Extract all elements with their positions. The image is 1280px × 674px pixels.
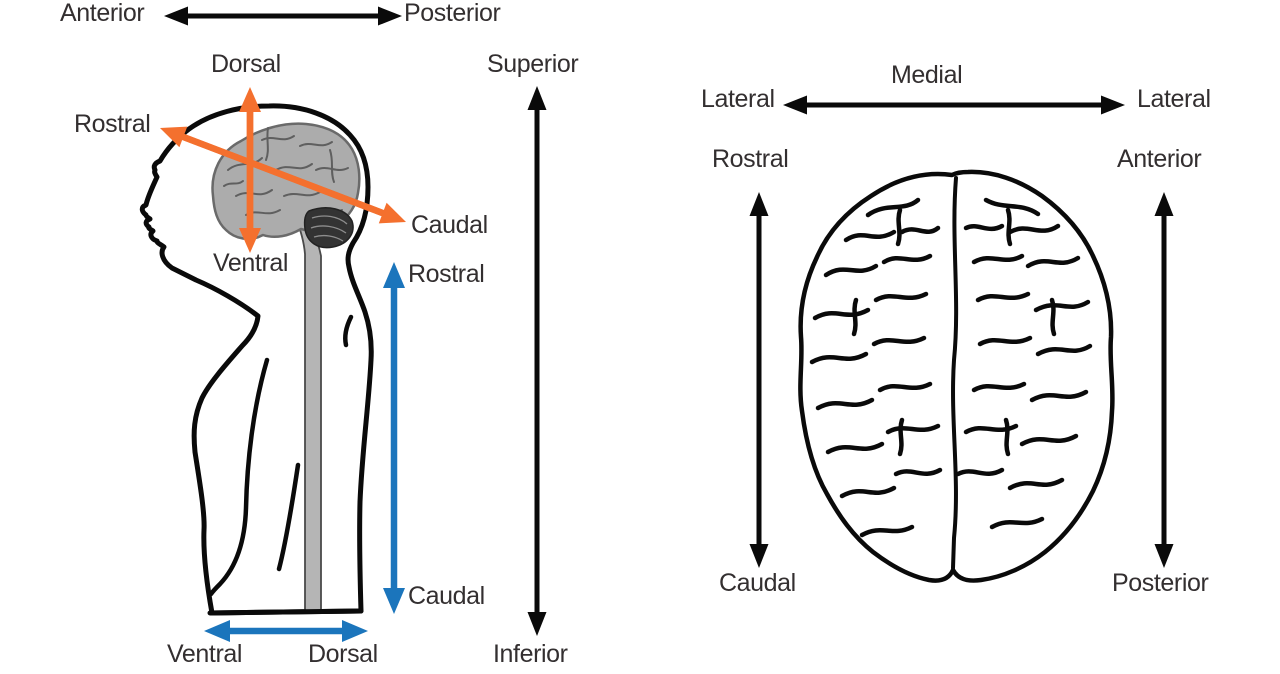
top-view-anterior-posterior-arrow — [1154, 192, 1174, 568]
top-view-rostral-caudal-arrow — [749, 192, 769, 568]
cerebellum — [303, 207, 354, 249]
shoulder-crease — [342, 314, 354, 348]
label-caudal-spine: Caudal — [408, 582, 485, 610]
label-ventral-base: Ventral — [167, 640, 243, 668]
label-anterior: Anterior — [60, 0, 145, 27]
label-lateral-left: Lateral — [701, 85, 775, 113]
label-posterior-top: Posterior — [1112, 569, 1209, 597]
rostral-caudal-brain-arrow — [160, 126, 406, 224]
label-superior: Superior — [487, 50, 579, 78]
label-dorsal: Dorsal — [211, 50, 281, 78]
brain-top-outline — [798, 169, 1115, 583]
medial-lateral-arrow — [783, 95, 1125, 115]
body-profile-figure — [139, 103, 374, 616]
dorsal-ventral-brain-arrow — [239, 87, 261, 253]
label-rostral-spine: Rostral — [408, 260, 485, 288]
label-posterior: Posterior — [404, 0, 501, 27]
label-lateral-right: Lateral — [1137, 85, 1211, 113]
label-rostral-brain: Rostral — [74, 110, 151, 138]
label-dorsal-base: Dorsal — [308, 640, 378, 668]
brain-top-gyri — [809, 197, 1093, 538]
brain-top-view — [798, 169, 1115, 583]
arm-line — [208, 357, 270, 597]
hip-line — [276, 462, 301, 572]
label-anterior-top: Anterior — [1117, 145, 1202, 173]
label-caudal-brain: Caudal — [411, 211, 488, 239]
brain-side-gyri — [223, 127, 349, 216]
anterior-posterior-arrow — [164, 6, 402, 26]
ventral-dorsal-base-arrow — [204, 620, 368, 642]
superior-inferior-arrow — [527, 86, 547, 636]
label-rostral-top: Rostral — [712, 145, 789, 173]
label-medial: Medial — [891, 61, 963, 89]
spinal-rostral-caudal-arrow — [383, 262, 405, 614]
brain-midline — [951, 176, 959, 570]
label-inferior: Inferior — [493, 640, 568, 668]
label-ventral-brain: Ventral — [213, 249, 289, 277]
torso-bottom-edge — [207, 608, 364, 616]
label-caudal-top: Caudal — [719, 569, 796, 597]
